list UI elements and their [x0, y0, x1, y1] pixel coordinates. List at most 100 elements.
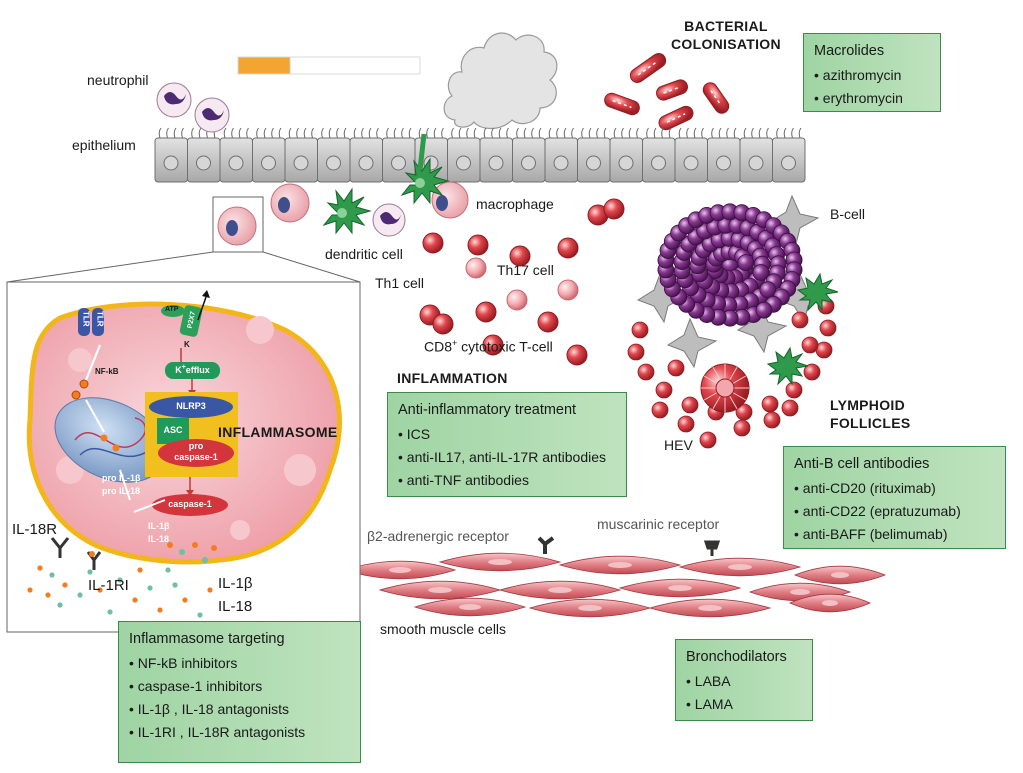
- epithelial-nucleus: [488, 155, 504, 171]
- inset-nfkb: NF-kB: [95, 367, 119, 376]
- epithelial-nucleus: [651, 155, 666, 171]
- cytokine-dot: [45, 592, 51, 598]
- cilium: [296, 127, 299, 139]
- heading-lymphoid-line2: FOLLICLES: [830, 414, 911, 431]
- cilium: [328, 127, 332, 139]
- cilium: [473, 127, 477, 139]
- epithelial-nucleus: [781, 155, 796, 171]
- cilium: [223, 127, 227, 139]
- cytokine-dot: [197, 612, 203, 618]
- th-cell: [603, 198, 625, 220]
- cytokine-dot: [77, 592, 83, 598]
- muscle-nucleus: [548, 587, 572, 593]
- cytokine-dots: [27, 565, 213, 618]
- follicle-t-cell: [667, 359, 685, 377]
- box-anti-b-list: anti-CD20 (rituximab) anti-CD22 (epratuz…: [794, 477, 995, 546]
- list-item: IL-1β , IL-18 antagonists: [129, 698, 350, 721]
- follicle-t-cell: [781, 399, 799, 417]
- follicle-t-cell: [655, 381, 673, 399]
- cilium: [386, 127, 389, 139]
- box-macrolides: Macrolides azithromycin erythromycin: [803, 33, 941, 112]
- inflammasome-cell: [26, 290, 342, 565]
- cytokine-dot: [147, 585, 153, 591]
- label-th17-cell: Th17 cell: [497, 262, 554, 278]
- list-item: erythromycin: [814, 87, 930, 110]
- box-inflammasome-title: Inflammasome targeting: [129, 631, 285, 647]
- epithelium-layer: [154, 127, 806, 183]
- list-item: caspase-1 inhibitors: [129, 675, 350, 698]
- cilium: [693, 127, 697, 139]
- list-item: anti-TNF antibodies: [398, 469, 616, 492]
- label-il1ri: IL-1RI: [88, 577, 129, 594]
- cilium: [181, 127, 184, 139]
- box-macrolides-title: Macrolides: [814, 43, 885, 59]
- cytokine-dot: [107, 609, 113, 615]
- muscle-nucleus: [488, 559, 512, 565]
- muscle-nucleus: [831, 572, 849, 578]
- cilium: [311, 127, 314, 139]
- b-cell: [759, 281, 777, 299]
- cilium: [506, 127, 509, 139]
- neutrophil-cells: [156, 82, 230, 133]
- inset-tlr-b: TLR: [95, 311, 105, 327]
- cilium: [246, 127, 249, 139]
- label-dendritic-cell: dendritic cell: [325, 246, 403, 262]
- follicle-t-cell: [815, 341, 833, 359]
- muscle-nucleus: [389, 567, 411, 573]
- epithelial-nucleus: [228, 155, 244, 171]
- muscle-nucleus: [822, 600, 838, 606]
- cilium: [271, 127, 274, 139]
- th-cell: [432, 313, 454, 335]
- smoke-cloud: [443, 32, 558, 130]
- cd8-prefix: CD8: [424, 338, 453, 355]
- cilium: [646, 127, 649, 139]
- box-bronchodilators: Bronchodilators LABA LAMA: [675, 639, 813, 721]
- follicle-t-cell: [631, 321, 649, 339]
- inset-asc: ASC: [163, 425, 183, 435]
- box-anti-inflammatory: Anti-inflammatory treatment ICS anti-IL1…: [387, 392, 627, 497]
- cilium: [661, 127, 664, 139]
- label-il18-out: IL-18: [218, 598, 253, 615]
- inset-caspase1: caspase-1: [168, 499, 212, 509]
- cilium: [531, 127, 534, 139]
- th-cell: [482, 334, 504, 356]
- cilium: [613, 127, 617, 139]
- cilium: [726, 127, 729, 139]
- cilium: [343, 127, 347, 139]
- cilium: [198, 127, 202, 139]
- cilium: [798, 127, 802, 139]
- follicle-t-cell: [819, 319, 837, 337]
- cilium: [191, 127, 194, 139]
- cilium: [498, 127, 502, 139]
- cilium: [458, 127, 462, 139]
- cytokine-dot: [182, 597, 188, 603]
- cilium: [718, 127, 722, 139]
- list-item: IL-1RI , IL-18R antagonists: [129, 721, 350, 744]
- cilium: [523, 127, 527, 139]
- cilium: [556, 127, 559, 139]
- inset-pro-il18: pro IL-18: [102, 486, 141, 496]
- box-bronchodilators-list: LABA LAMA: [686, 670, 802, 716]
- follicle-t-cell: [763, 411, 781, 429]
- follicle-dendritic-cell: [796, 272, 839, 312]
- cilium: [603, 127, 607, 139]
- list-item: LAMA: [686, 693, 802, 716]
- epithelial-nucleus: [196, 155, 211, 171]
- cilium: [441, 127, 444, 139]
- cytokine-dot: [97, 587, 103, 593]
- th-cell: [467, 234, 489, 256]
- cilium: [758, 127, 762, 139]
- muscle-nucleus: [668, 585, 692, 591]
- cytokine-dot: [37, 565, 43, 571]
- box-anti-b-title: Anti-B cell antibodies: [794, 456, 930, 472]
- cilium: [361, 127, 364, 139]
- epithelial-nucleus: [521, 155, 536, 171]
- th-cell: [422, 232, 444, 254]
- label-b2-receptor: β2-adrenergic receptor: [367, 528, 509, 544]
- cytokine-dot: [157, 607, 163, 613]
- inset-tlr-a: TLR: [81, 311, 91, 327]
- epithelial-nucleus: [683, 155, 699, 171]
- epithelial-nucleus: [358, 155, 374, 171]
- cilium: [733, 127, 737, 139]
